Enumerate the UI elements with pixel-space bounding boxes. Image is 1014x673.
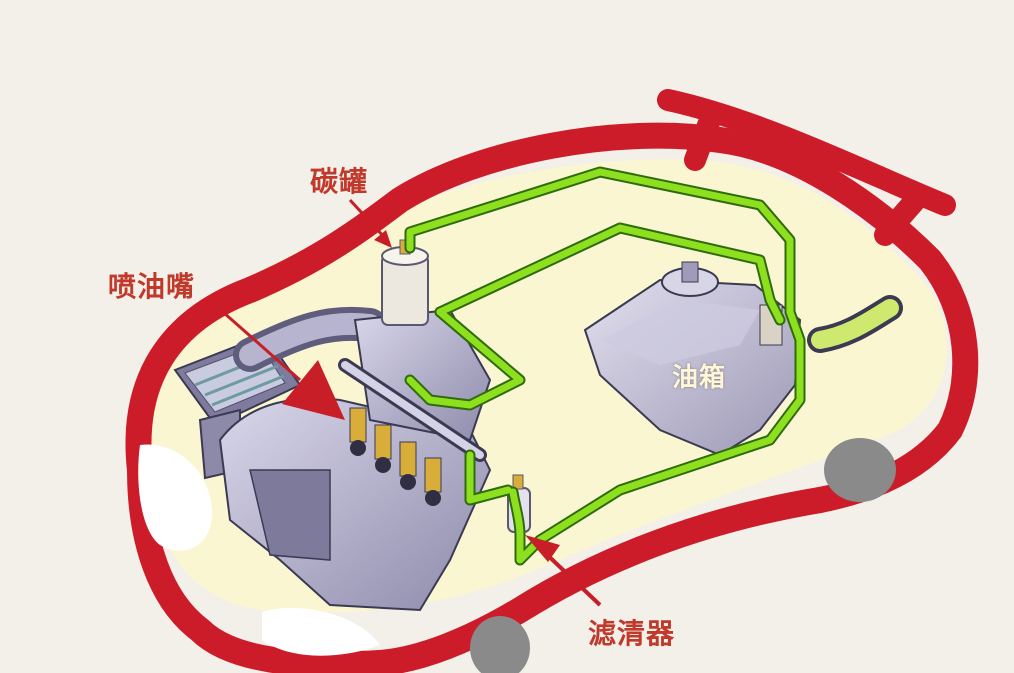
injector-arrow bbox=[214, 303, 345, 420]
fuel-lines bbox=[404, 166, 806, 566]
label-fuel-tank: 油箱 bbox=[672, 363, 727, 393]
filter-arrow bbox=[525, 535, 602, 607]
engine-block bbox=[218, 308, 492, 612]
injectors bbox=[349, 407, 442, 506]
front-wheel bbox=[470, 616, 530, 673]
label-filter: 滤清器 bbox=[588, 617, 676, 650]
rear-window-blob bbox=[262, 607, 380, 656]
rear-wheel bbox=[824, 438, 896, 502]
car-outline bbox=[125, 89, 979, 673]
front-window-blob bbox=[138, 444, 213, 551]
label-injector: 喷油嘴 bbox=[108, 270, 196, 303]
charcoal-canister bbox=[381, 239, 429, 326]
canister-arrow bbox=[348, 198, 392, 248]
label-canister: 碳罐 bbox=[310, 165, 369, 198]
